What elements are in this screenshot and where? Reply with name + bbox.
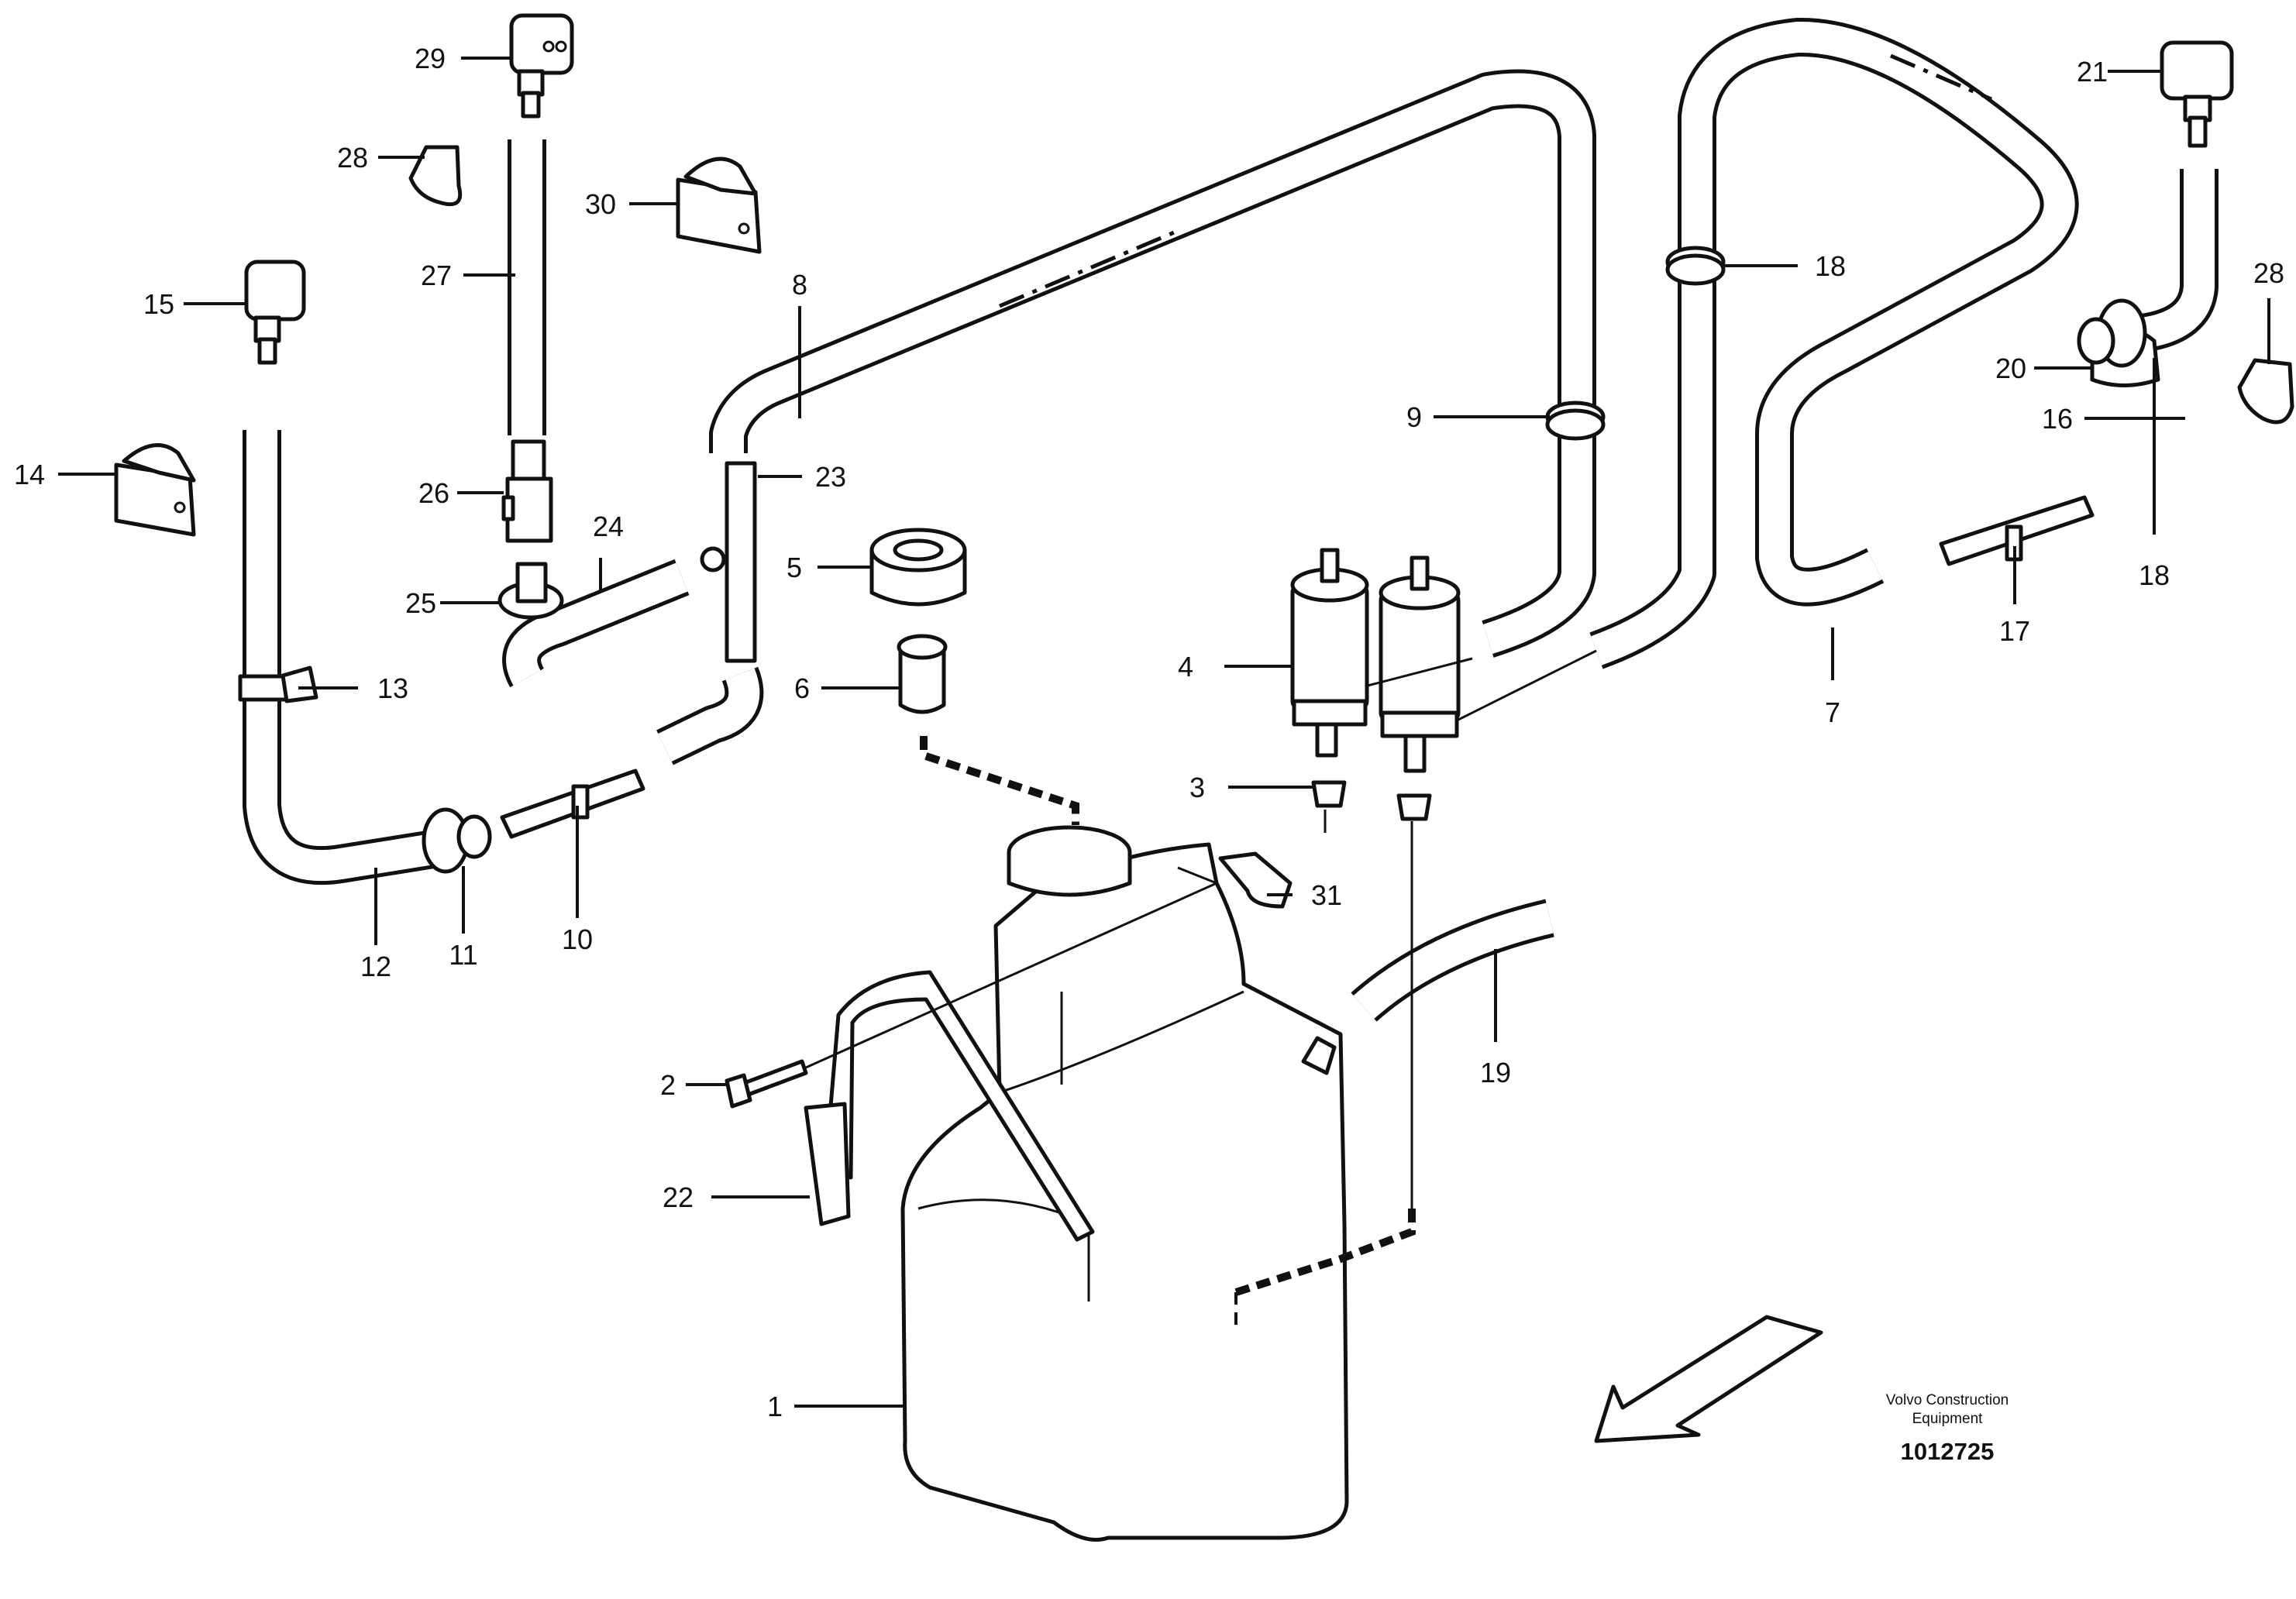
callout-4: 4 xyxy=(1178,651,1193,683)
document-number: 1012725 xyxy=(1900,1438,1995,1465)
washer-jet-15 xyxy=(244,260,306,365)
hose-12 xyxy=(243,430,441,885)
callout-22: 22 xyxy=(663,1181,694,1213)
strainer-6 xyxy=(897,634,948,714)
hose-16 xyxy=(2122,169,2219,354)
bracket-30 xyxy=(676,156,762,254)
fitting-25 xyxy=(497,562,564,620)
callout-8: 8 xyxy=(792,269,807,301)
callout-23: 23 xyxy=(815,461,846,493)
hose-8 xyxy=(709,69,1596,658)
credit-company-line2: Equipment xyxy=(1912,1411,1983,1427)
callout-18-top: 18 xyxy=(1815,250,1846,282)
washer-jet-29 xyxy=(509,13,574,119)
bracket-31 xyxy=(1218,851,1293,909)
clip-13 xyxy=(238,665,318,703)
callout-30: 30 xyxy=(585,188,616,220)
callout-15: 15 xyxy=(143,288,174,320)
callout-31: 31 xyxy=(1311,879,1342,911)
callout-1: 1 xyxy=(767,1391,783,1422)
washer-pump-4b xyxy=(1379,555,1461,773)
forward-direction-arrow-icon xyxy=(1594,1315,1823,1443)
leader-lines xyxy=(58,57,2270,1408)
credit-company-line1: Volvo Construction xyxy=(1885,1392,2009,1408)
callout-27: 27 xyxy=(421,260,452,291)
bracket-14 xyxy=(114,443,196,537)
grommet-18-top xyxy=(1665,246,1726,286)
callout-20: 20 xyxy=(1995,352,2026,384)
bolt-2 xyxy=(725,1059,808,1109)
hose-lower-loop xyxy=(656,666,764,765)
grommet-3b xyxy=(1396,793,1432,821)
clip-28-left xyxy=(408,145,463,207)
grommet-18-right xyxy=(2077,298,2147,368)
hose-24 xyxy=(502,559,690,688)
callout-26: 26 xyxy=(418,477,449,509)
fitting-26 xyxy=(501,439,553,543)
callout-5: 5 xyxy=(787,552,802,583)
washer-jet-21 xyxy=(2160,40,2234,148)
tube-23 xyxy=(700,461,757,663)
hose-19 xyxy=(1351,899,1554,1022)
publisher-credit: Volvo Construction Equipment 1012725 xyxy=(1843,1391,2052,1466)
grommet-11 xyxy=(422,807,492,874)
callout-28-right: 28 xyxy=(2253,257,2284,289)
callout-16: 16 xyxy=(2042,403,2073,435)
callout-14: 14 xyxy=(14,459,45,490)
callout-17: 17 xyxy=(1999,615,2030,647)
callout-29: 29 xyxy=(415,43,446,74)
callout-19: 19 xyxy=(1480,1057,1511,1088)
filler-cap-5 xyxy=(869,528,967,607)
callout-6: 6 xyxy=(794,672,810,704)
callout-28-left: 28 xyxy=(337,142,368,174)
grommet-3a xyxy=(1311,780,1347,808)
callout-18-right: 18 xyxy=(2139,559,2170,591)
washer-pump-4a xyxy=(1290,548,1369,758)
callout-labels: 1 2 3 4 5 6 7 8 9 10 11 12 13 14 15 16 1… xyxy=(14,43,2284,1422)
callout-25: 25 xyxy=(405,587,436,619)
callout-21: 21 xyxy=(2077,56,2108,88)
callout-12: 12 xyxy=(360,951,391,982)
clip-28-right xyxy=(2237,358,2294,425)
callout-7: 7 xyxy=(1825,696,1840,728)
hose-7 xyxy=(1589,17,2079,669)
tank-inlet-fitting xyxy=(1301,1036,1337,1075)
callout-9: 9 xyxy=(1406,401,1422,433)
washer-reservoir-1 xyxy=(900,825,1349,1542)
callout-10: 10 xyxy=(562,923,593,955)
grommet-9 xyxy=(1545,401,1606,441)
connector-10 xyxy=(500,769,645,839)
connector-17 xyxy=(1939,495,2095,566)
callout-13: 13 xyxy=(377,672,408,704)
callout-24: 24 xyxy=(593,511,624,542)
callout-3: 3 xyxy=(1189,772,1205,803)
strap-22 xyxy=(804,970,1095,1242)
callout-11: 11 xyxy=(449,939,477,971)
callout-2: 2 xyxy=(660,1069,676,1101)
